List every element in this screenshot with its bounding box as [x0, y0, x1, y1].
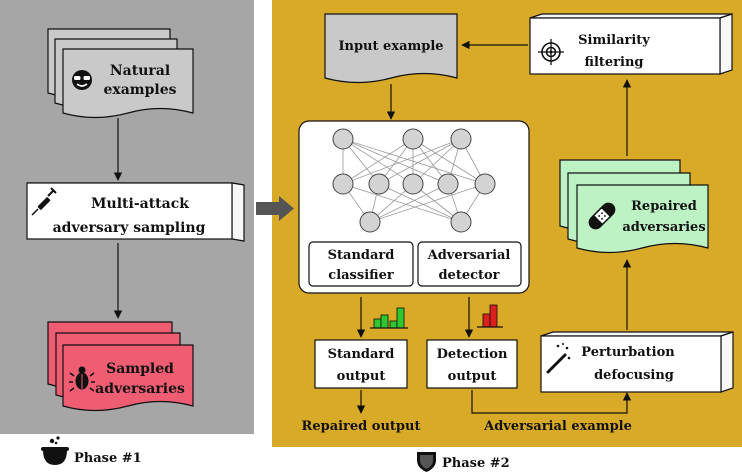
similarity-filtering-box: Similarity filtering — [529, 13, 733, 75]
target-icon — [538, 39, 564, 65]
sampling-label-1: Multi-attack — [91, 196, 189, 212]
repaired-adversaries-label-1: Repaired — [631, 199, 697, 214]
standard-classifier-box — [308, 241, 414, 287]
sampling-label-2: adversary sampling — [53, 220, 206, 236]
multi-attack-sampling-box: Multi-attack adversary sampling — [26, 182, 245, 242]
arrow-detection-to-perturbation — [471, 390, 632, 414]
bar-chart-icon — [477, 304, 503, 328]
repaired-adversaries-label-2: adversaries — [622, 220, 705, 235]
detector-label-2: detector — [438, 268, 499, 283]
phase1-label: Phase #1 — [74, 451, 142, 466]
natural-examples-label-1: Natural — [110, 63, 170, 79]
standard-output-label-1: Standard — [328, 347, 395, 362]
detection-output-box — [426, 339, 518, 389]
adversarial-example-label: Adversarial example — [483, 419, 632, 434]
sampled-label-2: adversaries — [95, 381, 185, 397]
input-example-doc: Input example — [324, 13, 458, 84]
classifier-label-1: Standard — [328, 248, 395, 263]
detection-output-label-1: Detection — [437, 347, 508, 362]
standard-output-label-2: output — [337, 369, 386, 384]
detection-output-label-2: output — [448, 369, 497, 384]
perturbation-defocusing-box: Perturbation defocusing — [540, 331, 734, 393]
phase-transition-arrow — [256, 196, 294, 221]
repaired-adversaries-stack: Repaired adversaries — [559, 159, 709, 254]
phase2-label: Phase #2 — [442, 456, 510, 471]
similarity-label-2: filtering — [585, 55, 644, 70]
repaired-output-label: Repaired output — [302, 419, 421, 434]
input-example-label: Input example — [338, 39, 443, 54]
classifier-label-2: classifier — [328, 268, 394, 283]
natural-examples-stack: Natural examples — [47, 28, 194, 119]
shield-icon — [417, 452, 436, 472]
sampled-label-1: Sampled — [106, 361, 174, 377]
perturbation-label-2: defocusing — [594, 368, 674, 383]
adversarial-detector-box — [417, 241, 522, 287]
sunglasses-face-icon — [72, 70, 92, 90]
classifier-detector-block: Standard classifier Adversarial detector — [298, 120, 530, 294]
natural-examples-label-2: examples — [103, 82, 176, 98]
cauldron-icon — [41, 436, 69, 465]
similarity-label-1: Similarity — [578, 33, 650, 48]
sampled-adversaries-stack: Sampled adversaries — [47, 321, 194, 412]
standard-output-box — [314, 339, 408, 389]
magic-wand-icon — [546, 343, 571, 374]
bar-chart-icon — [370, 307, 408, 329]
detector-label-1: Adversarial — [427, 248, 511, 263]
perturbation-label-1: Perturbation — [581, 345, 675, 360]
bandage-icon — [588, 202, 616, 230]
bug-icon — [69, 366, 95, 392]
syringe-icon — [31, 187, 57, 216]
